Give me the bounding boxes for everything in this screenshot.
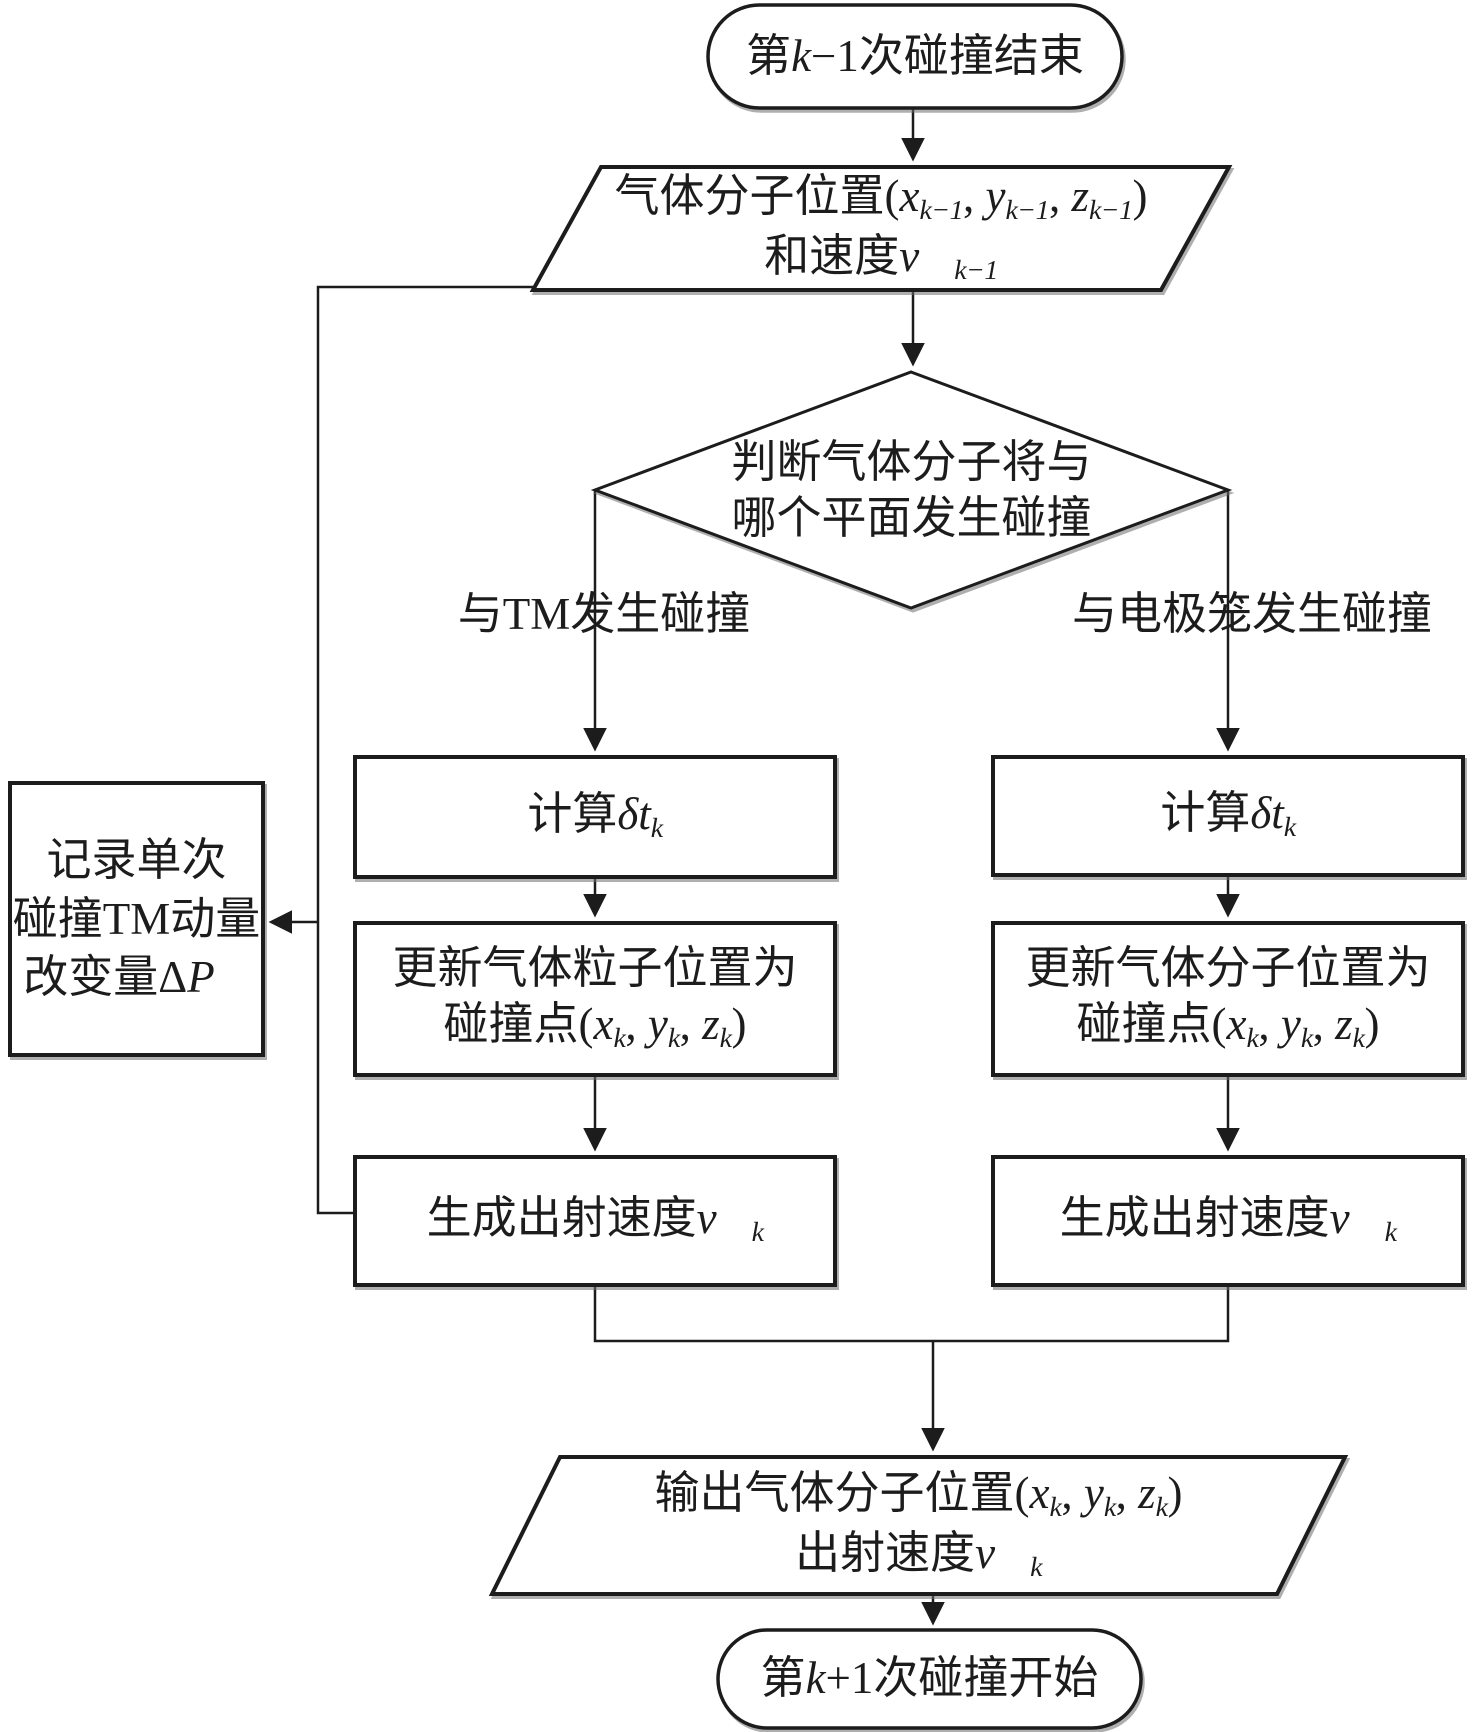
emit-right-text: 生成出射速度v⃗k (1059, 1193, 1397, 1249)
update-left-text-line2: 碰撞点(xk, yk, zk) (443, 999, 747, 1054)
decision-diamond-label: 判断气体分子将与 哪个平面发生碰撞 (595, 418, 1228, 563)
decision-text-line1: 判断气体分子将与 (731, 436, 1092, 487)
emit-right-box-shape (991, 1155, 1465, 1287)
update-right-box-shape (991, 921, 1465, 1077)
input-text-line2: 和速度v⃗k−1 (764, 230, 998, 286)
input-parallelogram-shape (529, 165, 1233, 292)
decision-text-line2: 哪个平面发生碰撞 (731, 492, 1092, 543)
output-text-line1: 输出气体分子位置(xk, yk, zk) (654, 1468, 1183, 1523)
calc-right-box-label: 计算δtk (993, 757, 1463, 875)
branch-left-text: 与TM发生碰撞 (457, 589, 751, 640)
update-left-box-label: 更新气体粒子位置为 碰撞点(xk, yk, zk) (355, 923, 835, 1075)
output-parallelogram-shape (488, 1455, 1349, 1596)
calc-right-text: 计算δtk (1160, 788, 1296, 844)
record-text-line1: 记录单次 (46, 835, 227, 886)
branch-left-label: 与TM发生碰撞 (408, 589, 800, 641)
record-text-line3: 改变量ΔP⃗ (23, 952, 250, 1003)
end-terminal-label: 第k+1次碰撞开始 (718, 1630, 1141, 1728)
emit-right-box-label: 生成出射速度v⃗k (993, 1157, 1463, 1285)
end-text: 第k+1次碰撞开始 (760, 1653, 1099, 1704)
branch-right-text: 与电极笼发生碰撞 (1071, 589, 1432, 640)
input-text-line1: 气体分子位置(xk−1, yk−1, zk−1) (614, 171, 1148, 226)
feedback-line-emit-to-input (316, 285, 533, 1215)
record-momentum-box-label: 记录单次 碰撞TM动量 改变量ΔP⃗ (10, 783, 263, 1055)
calc-left-text: 计算δtk (527, 789, 663, 845)
start-text: 第k−1次碰撞结束 (746, 30, 1084, 81)
calc-left-box-label: 计算δtk (355, 757, 835, 877)
decision-diamond-shape (590, 370, 1233, 610)
update-right-text-line1: 更新气体分子位置为 (1025, 943, 1431, 994)
update-left-box-shape (353, 921, 837, 1077)
record-text-line2: 碰撞TM动量 (12, 893, 261, 944)
merge-line-left (593, 1285, 1230, 1343)
calc-left-box-shape (353, 755, 837, 879)
emit-left-box-label: 生成出射速度v⃗k (355, 1157, 835, 1285)
update-right-text-line2: 碰撞点(xk, yk, zk) (1076, 999, 1380, 1054)
output-parallelogram-label: 输出气体分子位置(xk, yk, zk) 出射速度v⃗k (492, 1459, 1345, 1592)
emit-left-text: 生成出射速度v⃗k (426, 1193, 764, 1249)
output-text-line2: 出射速度v⃗k (795, 1527, 1042, 1583)
emit-left-box-shape (353, 1155, 837, 1287)
update-left-text-line1: 更新气体粒子位置为 (392, 943, 798, 994)
start-terminal-label: 第k−1次碰撞结束 (708, 5, 1122, 108)
start-terminal-shape (706, 3, 1124, 110)
update-right-box-label: 更新气体分子位置为 碰撞点(xk, yk, zk) (993, 923, 1463, 1075)
calc-right-box-shape (991, 755, 1465, 877)
record-momentum-box-shape (8, 781, 265, 1057)
end-terminal-shape (716, 1628, 1143, 1730)
branch-right-label: 与电极笼发生碰撞 (1042, 589, 1462, 641)
input-parallelogram-label: 气体分子位置(xk−1, yk−1, zk−1) 和速度v⃗k−1 (533, 169, 1229, 288)
